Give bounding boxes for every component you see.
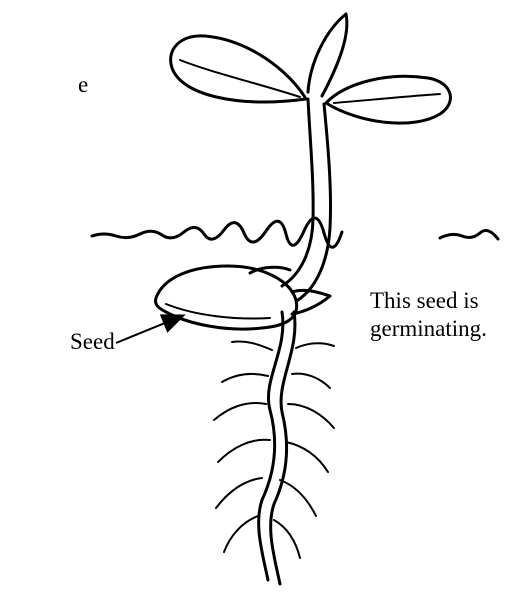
soil-line (92, 218, 498, 247)
seed-pointer-arrow (116, 316, 182, 343)
left-leaf (171, 36, 306, 102)
seed (155, 266, 296, 329)
terminal-bud (308, 14, 347, 96)
main-root (259, 312, 295, 584)
right-leaf (326, 76, 450, 123)
